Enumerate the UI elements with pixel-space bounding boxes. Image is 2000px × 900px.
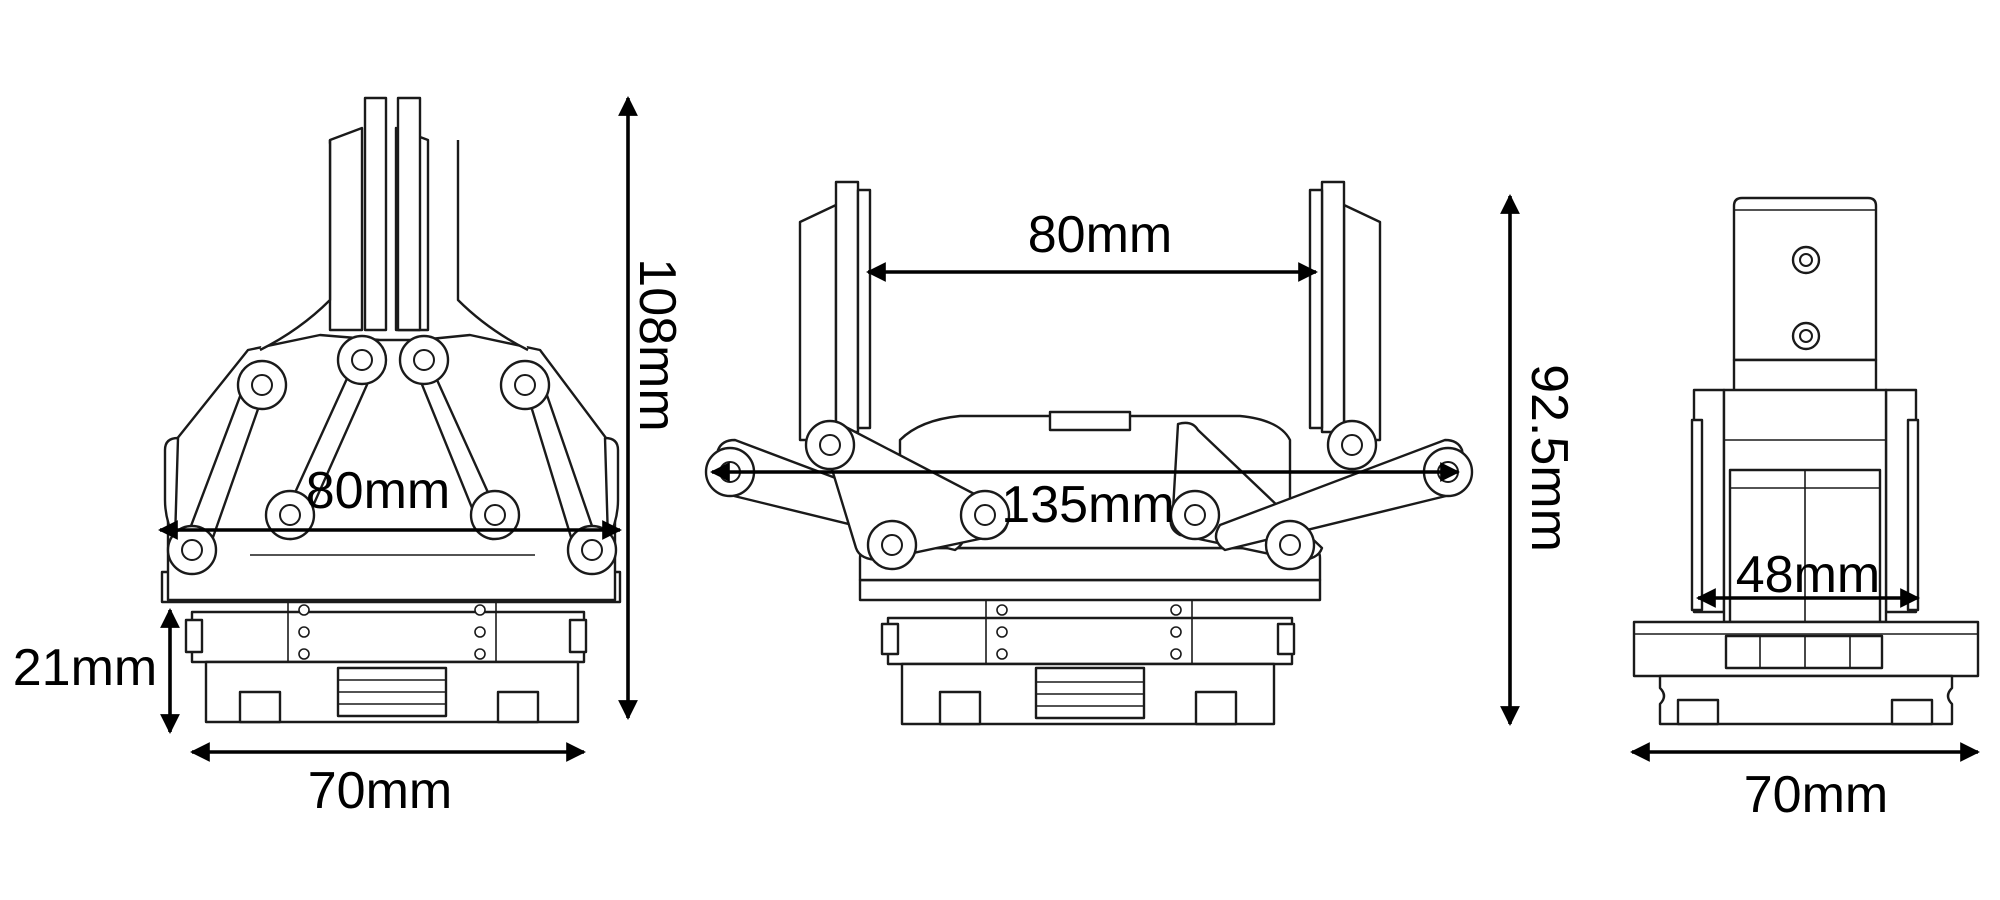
gripper-base <box>1632 620 1980 726</box>
front-view-closed: 108mm 80mm 21mm 70mm <box>13 96 686 820</box>
dimension-grip-width-80: 80mm <box>158 462 622 540</box>
dimension-label: 70mm <box>308 762 452 820</box>
dimension-label: 21mm <box>13 639 157 697</box>
linkage-bars-closed <box>178 347 604 566</box>
side-view: 48mm 70mm <box>1630 196 1980 824</box>
dimension-inner-width-48: 48mm <box>1696 546 1920 608</box>
dimension-label: 80mm <box>306 462 450 520</box>
dimension-finger-gap-80: 80mm <box>866 206 1318 282</box>
gripper-fingers-open <box>834 180 1346 434</box>
dimension-base-width-70-side: 70mm <box>1630 742 1980 824</box>
front-view-open: 80mm 135mm 92.5mm <box>704 180 1578 726</box>
dimension-label: 92.5mm <box>1520 364 1578 552</box>
dimension-label: 108mm <box>628 258 686 431</box>
dimension-label: 70mm <box>1744 766 1888 824</box>
dimension-base-height-21: 21mm <box>13 608 180 734</box>
gripper-base <box>858 578 1322 726</box>
dimension-label: 48mm <box>1736 546 1880 604</box>
gripper-top-bracket <box>1732 196 1878 362</box>
dimension-span-135: 135mm <box>710 462 1460 534</box>
dimension-label: 80mm <box>1028 206 1172 264</box>
dimension-label: 135mm <box>1001 476 1174 534</box>
dimension-height-108: 108mm <box>618 96 686 720</box>
dimension-base-width-70: 70mm <box>190 742 586 820</box>
dimension-height-92-5: 92.5mm <box>1500 194 1578 726</box>
gripper-fingers-closed <box>259 96 529 352</box>
